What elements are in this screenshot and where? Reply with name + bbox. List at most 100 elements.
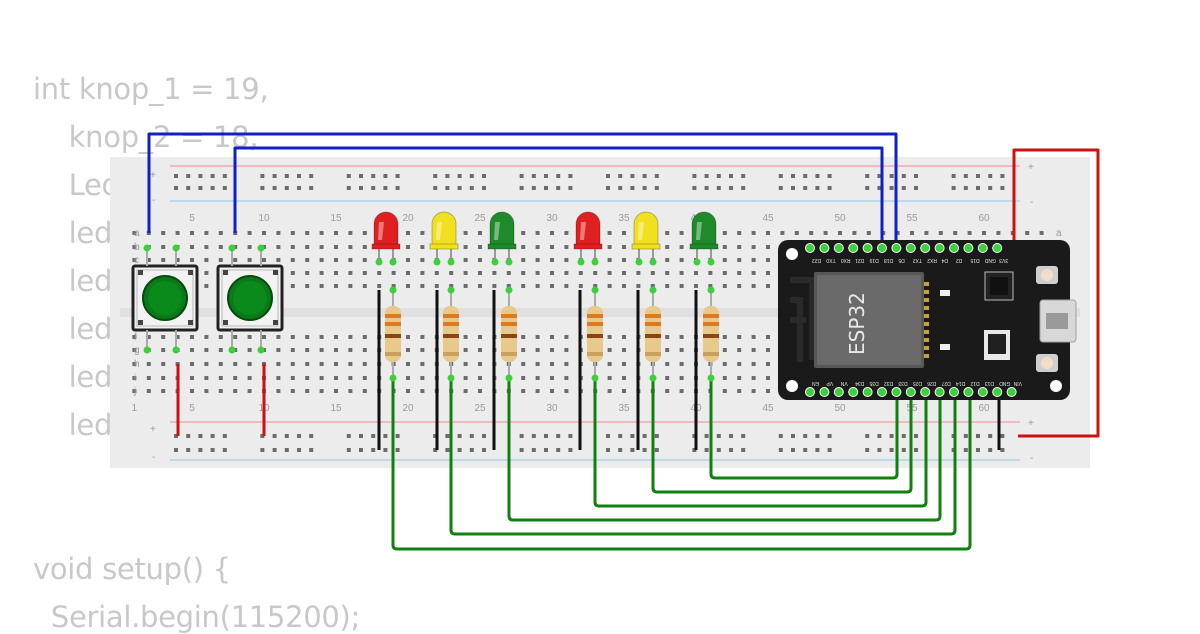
rail-hole	[531, 186, 536, 190]
terminal-hole	[478, 258, 482, 262]
terminal-hole	[204, 271, 209, 275]
button-screw	[273, 320, 278, 325]
terminal-hole	[679, 389, 684, 393]
terminal-hole	[967, 231, 972, 235]
rail-hole	[210, 186, 215, 190]
rail-hole	[544, 186, 548, 190]
pin-highlight	[707, 258, 715, 266]
terminal-hole	[247, 389, 252, 393]
rail-hole	[556, 174, 561, 178]
button-screw	[223, 320, 228, 325]
terminal-hole	[564, 271, 569, 275]
terminal-hole	[132, 389, 137, 393]
resistor-band	[443, 334, 459, 338]
terminal-hole	[751, 284, 756, 288]
led-body	[691, 211, 717, 249]
code-line: led	[33, 312, 113, 346]
rail-hole	[778, 448, 783, 452]
rail-plus-label: +	[150, 424, 156, 435]
rail-hole	[395, 448, 400, 452]
terminal-hole	[334, 231, 338, 235]
terminal-hole	[665, 389, 670, 393]
terminal-hole	[334, 348, 338, 352]
terminal-hole	[665, 348, 670, 352]
terminal-hole	[406, 348, 410, 352]
rail-hole	[556, 448, 561, 452]
rail-hole	[877, 174, 882, 178]
led-highlight	[638, 222, 644, 240]
resistor-band	[385, 352, 401, 356]
terminal-hole	[233, 362, 238, 366]
terminal-hole	[161, 348, 166, 352]
terminal-hole	[276, 335, 281, 339]
terminal-hole	[550, 245, 554, 249]
esp32-pin	[877, 387, 887, 397]
module-pad	[924, 322, 929, 326]
resistor-band	[645, 322, 661, 326]
button-screw	[188, 270, 193, 275]
rail-hole	[395, 186, 400, 190]
terminal-hole	[406, 284, 410, 288]
module-pad	[924, 314, 929, 318]
rail-hole	[716, 174, 721, 178]
rail-hole	[174, 434, 178, 438]
terminal-hole	[751, 271, 756, 275]
terminal-hole	[478, 376, 482, 380]
terminal-hole	[290, 258, 295, 262]
esp32-pin-label: D13	[985, 380, 994, 386]
rail-hole	[297, 186, 301, 190]
terminal-hole	[420, 245, 425, 249]
rail-hole	[519, 434, 524, 438]
terminal-hole	[319, 245, 324, 249]
terminal-hole	[521, 258, 526, 262]
terminal-hole	[679, 245, 684, 249]
rail-hole	[371, 434, 376, 438]
rail-hole	[988, 448, 993, 452]
rail-hole	[1000, 434, 1005, 438]
terminal-hole	[305, 245, 310, 249]
terminal-hole	[247, 231, 252, 235]
module-pad	[924, 346, 929, 350]
terminal-hole	[406, 376, 410, 380]
rail-hole	[606, 434, 610, 438]
terminal-hole	[679, 271, 684, 275]
terminal-hole	[305, 258, 310, 262]
terminal-hole	[290, 362, 295, 366]
terminal-hole	[348, 231, 353, 235]
terminal-hole	[305, 376, 310, 380]
rail-hole	[642, 186, 647, 190]
terminal-hole	[463, 362, 468, 366]
resistor-band	[703, 314, 719, 318]
rail-hole	[815, 448, 820, 452]
rail-hole	[914, 174, 918, 178]
pin-highlight	[433, 258, 441, 266]
terminal-hole	[132, 335, 137, 339]
rail-hole	[791, 448, 795, 452]
rail-hole	[618, 448, 623, 452]
rail-hole	[482, 174, 486, 178]
row-letter: c	[134, 255, 139, 266]
column-number: 30	[546, 213, 558, 224]
rail-hole	[654, 174, 659, 178]
terminal-hole	[218, 231, 223, 235]
terminal-hole	[348, 245, 353, 249]
terminal-hole	[751, 376, 756, 380]
terminal-hole	[218, 258, 223, 262]
rail-hole	[815, 434, 820, 438]
column-number: 25	[474, 403, 486, 414]
terminal-hole	[190, 335, 194, 339]
terminal-hole	[953, 231, 958, 235]
terminal-hole	[535, 231, 540, 235]
terminal-hole	[722, 245, 727, 249]
terminal-hole	[636, 284, 641, 288]
terminal-hole	[622, 376, 626, 380]
terminal-hole	[305, 362, 310, 366]
smd-component	[940, 344, 950, 350]
button-screw	[138, 320, 143, 325]
terminal-hole	[665, 284, 670, 288]
terminal-hole	[751, 258, 756, 262]
terminal-hole	[564, 348, 569, 352]
terminal-hole	[290, 284, 295, 288]
column-number: 60	[978, 213, 990, 224]
